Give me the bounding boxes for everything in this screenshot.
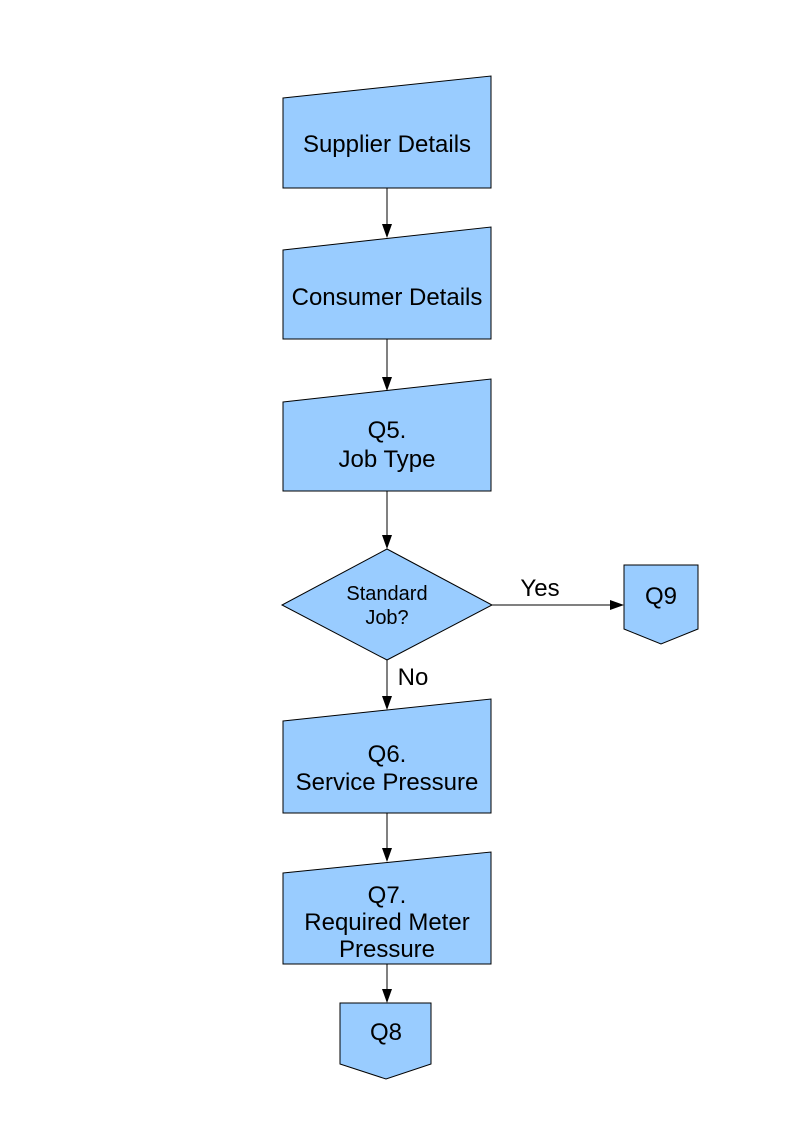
arrowhead-icon (382, 696, 392, 710)
node-label: Q6. (368, 741, 407, 768)
arrowhead-icon (382, 535, 392, 549)
connector-q6-to-q7 (382, 813, 392, 862)
manual-input-shape (282, 226, 492, 340)
connector-consumer-to-q5 (382, 339, 392, 391)
connector-supplier-to-consumer (382, 188, 392, 238)
node-q9-connector: Q9 (623, 564, 699, 645)
connector-decision-to-q9: Yes (492, 575, 624, 610)
arrowhead-icon (382, 989, 392, 1003)
node-q6-service-pressure: Q6. Service Pressure (282, 698, 492, 814)
node-q5-job-type: Q5. Job Type (282, 378, 492, 492)
edge-label-yes: Yes (520, 575, 559, 602)
node-label: Required Meter (304, 909, 469, 936)
connector-q7-to-q8 (382, 964, 392, 1003)
off-page-connector-shape (623, 564, 699, 645)
node-label: Q5. (368, 417, 407, 444)
node-label: Supplier Details (303, 131, 471, 158)
node-label: Job Type (339, 446, 436, 473)
node-q7-required-meter-pressure: Q7. Required Meter Pressure (282, 851, 492, 965)
node-label: Q7. (368, 882, 407, 909)
node-label: Service Pressure (296, 769, 479, 796)
connector-q5-to-decision (382, 491, 392, 549)
node-supplier-details: Supplier Details (282, 75, 492, 189)
arrowhead-icon (382, 848, 392, 862)
manual-input-shape (282, 698, 492, 814)
arrowhead-icon (382, 377, 392, 391)
manual-input-shape (282, 75, 492, 189)
node-standard-job-decision: Standard Job? (280, 548, 494, 661)
manual-input-shape (282, 378, 492, 492)
off-page-connector-shape (339, 1002, 432, 1080)
node-consumer-details: Consumer Details (282, 226, 492, 340)
node-label: Q8 (370, 1019, 402, 1046)
node-label: Job? (365, 607, 408, 629)
node-label: Q9 (645, 583, 677, 610)
node-label: Consumer Details (292, 284, 483, 311)
node-label: Pressure (339, 936, 435, 963)
node-q8-connector: Q8 (339, 1002, 432, 1080)
connector-decision-to-q6: No (382, 660, 428, 710)
manual-input-shape (282, 851, 492, 965)
arrowhead-icon (610, 600, 624, 610)
edge-label-no: No (398, 664, 429, 691)
node-label: Standard (346, 583, 427, 605)
arrowhead-icon (382, 224, 392, 238)
